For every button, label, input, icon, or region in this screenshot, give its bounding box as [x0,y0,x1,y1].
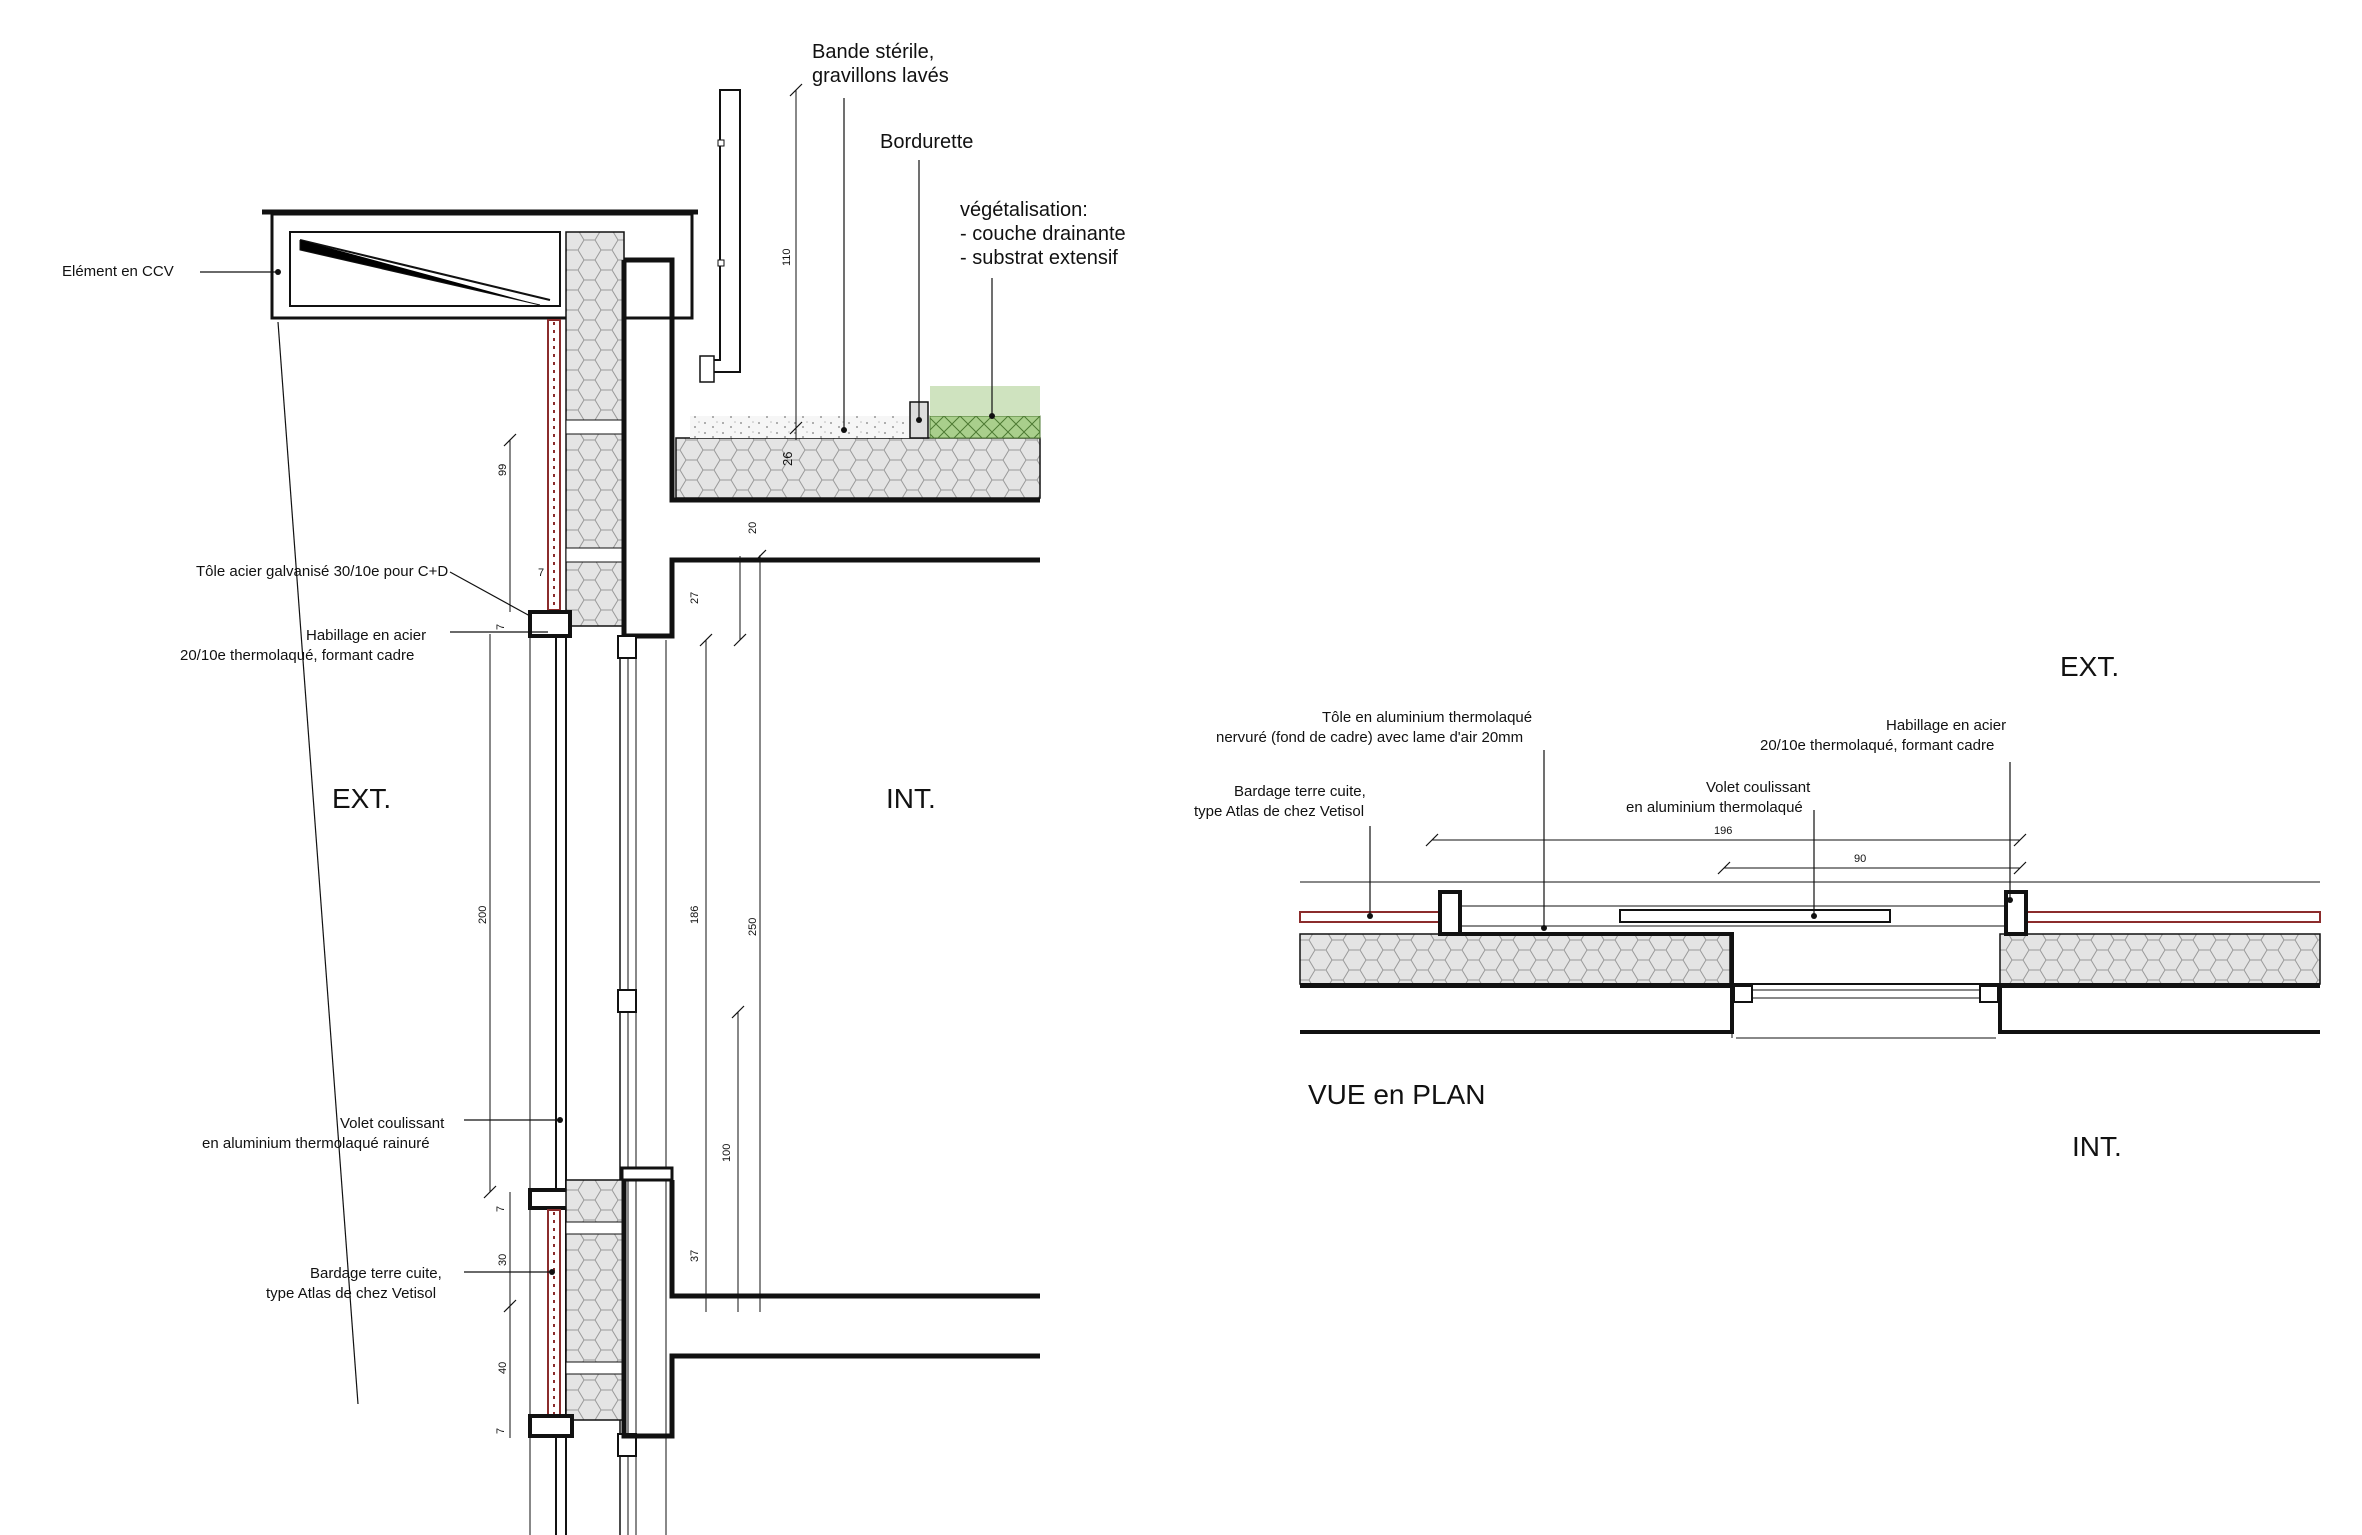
dim-250: 250 [747,918,759,936]
plan-note-volet-2: en aluminium thermolaqué [1626,799,1803,816]
plan-note-tole-2: nervuré (fond de cadre) avec lame d'air … [1216,729,1523,746]
dim-27: 27 [689,592,701,604]
plan-dim-90: 90 [1854,853,1866,865]
dim-7b: 7 [495,624,507,630]
gravel-band [690,416,912,438]
plan-note-bardage-2: type Atlas de chez Vetisol [1194,803,1364,820]
dim-30: 30 [497,1254,509,1266]
plan-dim-196: 196 [1714,825,1732,837]
plan-note-habillage-1: Habillage en acier [1886,717,2006,734]
dim-26: 26 [780,452,795,466]
terracotta-cladding-top [547,319,561,611]
railing [699,89,741,383]
dimension-ticks [483,83,803,1313]
note-bardage-2: type Atlas de chez Vetisol [266,1285,436,1302]
leaders [200,98,993,1405]
note-volet-2: en aluminium thermolaqué rainuré [202,1135,430,1152]
plan-int-label: INT. [2072,1131,2122,1162]
note-bande-2: gravillons lavés [812,65,949,87]
dimension-lines [489,90,797,1438]
roof-insulation [675,437,1041,499]
plan-view: 196 90 EXT. INT. VUE en PLAN Tôle en alu… [1194,651,2321,1162]
vertical-section: EXT. INT. Bande stérile, gravillons lavé… [62,41,1126,1535]
dim-99: 99 [497,464,509,476]
dim-40: 40 [497,1362,509,1374]
dim-7d: 7 [495,1428,507,1434]
dim-200: 200 [477,906,489,924]
note-volet-1: Volet coulissant [340,1115,445,1132]
note-ccv: Elément en CCV [62,263,174,280]
note-bardage-1: Bardage terre cuite, [310,1265,442,1282]
dim-7c: 7 [495,1206,507,1212]
plan-note-volet-1: Volet coulissant [1706,779,1811,796]
plan-ext-label: EXT. [2060,651,2119,682]
note-habillage-1: Habillage en acier [306,627,426,644]
note-tole: Tôle acier galvanisé 30/10e pour C+D [196,563,448,580]
plan-note-tole-1: Tôle en aluminium thermolaqué [1322,709,1532,726]
plan-cladding-right [2025,911,2321,923]
note-bande-1: Bande stérile, [812,41,934,63]
note-veg-3: - substrat extensif [960,247,1118,269]
note-habillage-2: 20/10e thermolaqué, formant cadre [180,647,414,664]
dim-100: 100 [721,1144,733,1162]
dim-7a: 7 [538,567,544,579]
section-ext-label: EXT. [332,783,391,814]
plan-note-habillage-2: 20/10e thermolaqué, formant cadre [1760,737,1994,754]
section-int-label: INT. [886,783,936,814]
dim-110: 110 [781,248,793,266]
vegetation-drainage [929,415,1041,439]
concrete-wall-upper [621,257,1040,639]
dim-37: 37 [689,1250,701,1262]
dim-186: 186 [689,906,701,924]
plan-note-bardage-1: Bardage terre cuite, [1234,783,1366,800]
plan-insulation-right [1999,933,2321,985]
dim-20: 20 [747,522,759,534]
lower-sill [528,1166,1040,1439]
vegetation-substrate [930,386,1040,416]
note-veg-2: - couche drainante [960,223,1126,245]
note-veg-1: végétalisation: [960,199,1088,221]
note-bordurette: Bordurette [880,131,973,153]
ccv-element [262,209,698,320]
plan-insulation-left [1299,933,1731,985]
plan-volet [1619,909,1891,923]
plan-title: VUE en PLAN [1308,1079,1485,1110]
